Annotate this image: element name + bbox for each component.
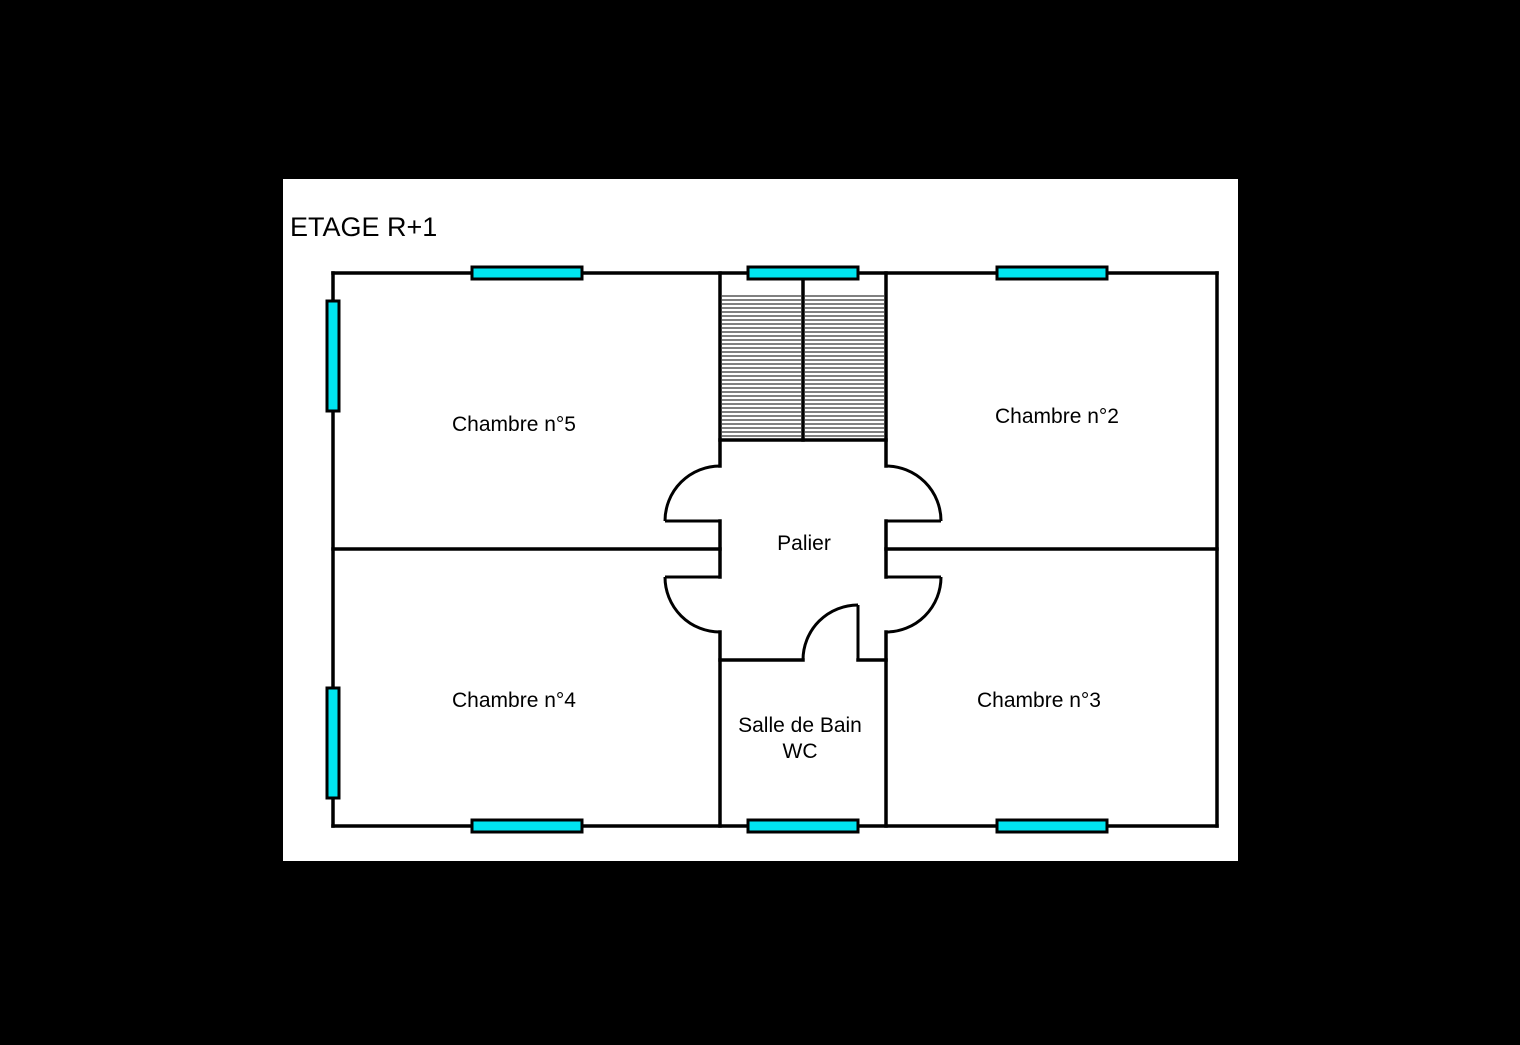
- plan-title: ETAGE R+1: [290, 212, 437, 242]
- window-top-chambre2: [995, 265, 1109, 281]
- plan-sheet: [283, 179, 1238, 861]
- stair-steps: [722, 295, 884, 437]
- window-left-chambre5: [325, 299, 341, 413]
- window-bottom-bathroom: [746, 818, 860, 834]
- doors: [663, 464, 943, 661]
- window-top-chambre5: [470, 265, 584, 281]
- label-bathroom-line1: Salle de Bain: [738, 714, 862, 737]
- label-palier: Palier: [777, 532, 831, 555]
- door-chambre2-swing: [885, 464, 943, 522]
- door-chambre5-swing: [663, 464, 721, 522]
- door-chambre4-swing: [663, 576, 721, 634]
- window-top-stairs: [746, 265, 860, 281]
- window-bottom-chambre4: [470, 818, 584, 834]
- windows: [325, 265, 1109, 834]
- label-bathroom-line2: WC: [783, 740, 818, 763]
- staircase: [722, 271, 884, 442]
- label-chambre2: Chambre n°2: [995, 405, 1119, 428]
- label-chambre3: Chambre n°3: [977, 689, 1101, 712]
- door-chambre3-swing: [885, 576, 943, 634]
- label-chambre5: Chambre n°5: [452, 413, 576, 436]
- room-labels: Chambre n°5 Chambre n°2 Chambre n°4 Cham…: [452, 405, 1119, 763]
- door-bathroom-swing: [801, 603, 859, 661]
- window-bottom-chambre3: [995, 818, 1109, 834]
- window-left-chambre4: [325, 686, 341, 800]
- label-chambre4: Chambre n°4: [452, 689, 576, 712]
